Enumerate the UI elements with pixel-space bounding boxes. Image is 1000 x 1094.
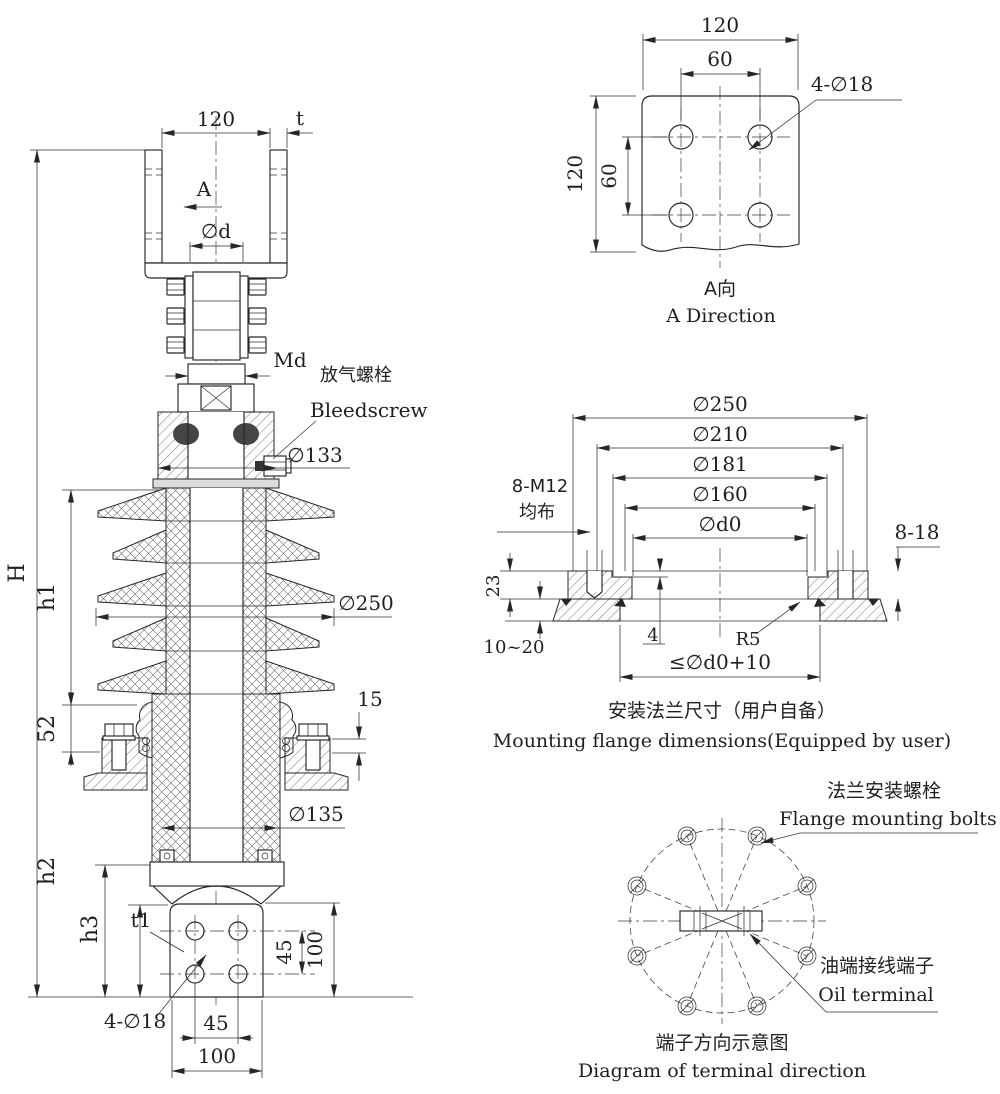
left-dimension-chain: H h1 52 h2 h3 bbox=[5, 149, 413, 998]
oil-terminal-top-view bbox=[679, 906, 763, 936]
bleedscrew-label-en: Bleedscrew bbox=[310, 398, 428, 422]
oil-terminal-tab bbox=[169, 903, 264, 998]
bolt-note-line2: 均布 bbox=[519, 502, 555, 523]
flange-bolts bbox=[627, 826, 817, 1016]
dim-phi-d-label: ∅d bbox=[201, 219, 231, 243]
dim-4xd18-aview: 4-∅18 bbox=[811, 72, 873, 96]
dim-15-label: 15 bbox=[357, 687, 382, 711]
dim-r5: R5 bbox=[735, 629, 760, 650]
dim-phi-250-label: ∅250 bbox=[338, 591, 394, 615]
mounting-flange-view: ∅250 ∅210 ∅181 ∅160 ∅d0 8-M12 均布 bbox=[483, 392, 951, 752]
terminal-caption-en: Diagram of terminal direction bbox=[578, 1060, 866, 1082]
oil-end bbox=[149, 849, 315, 998]
terminal-caption-cn: 端子方向示意图 bbox=[655, 1032, 788, 1054]
dim-h2: h2 bbox=[35, 857, 60, 885]
dim-phi-d: ∅d bbox=[189, 219, 244, 262]
flange-bolt-note: 8-M12 均布 bbox=[497, 476, 591, 535]
terminal-callouts: 法兰安装螺栓 Flange mounting bolts 油端接线端子 Oil … bbox=[749, 780, 997, 1013]
dim-23: 23 bbox=[483, 575, 504, 598]
dim-H: H bbox=[5, 563, 30, 582]
dim-60-aview-top: 60 bbox=[707, 47, 732, 71]
dim-bracket-width: 120 t bbox=[161, 106, 313, 148]
clamp-bolts bbox=[166, 278, 267, 354]
view-a-label: A bbox=[196, 177, 212, 201]
main-elevation-view: 120 t A ∅d bbox=[5, 106, 428, 1078]
dim-52: 52 bbox=[35, 715, 60, 743]
seal-ring-left bbox=[173, 423, 199, 445]
dim-45-bottom: 45 bbox=[203, 1011, 228, 1035]
dim-120-top: 120 bbox=[197, 107, 235, 131]
bolt-note-line1: 8-M12 bbox=[512, 476, 568, 497]
a-view-caption-cn: A向 bbox=[704, 278, 736, 300]
flange-small-dims: 23 10~20 4 R5 ≤∅d0+10 bbox=[483, 553, 821, 682]
dim-phi-135: ∅135 bbox=[161, 802, 345, 831]
flange-caption-en: Mounting flange dimensions(Equipped by u… bbox=[493, 730, 951, 752]
terminal-pad-plate bbox=[641, 95, 800, 252]
top-clevis-bracket bbox=[144, 149, 288, 279]
dim-bore: ≤∅d0+10 bbox=[669, 650, 771, 674]
a-view-caption-en: A Direction bbox=[665, 305, 775, 327]
flange-cross-section bbox=[552, 548, 888, 640]
flange-caption-cn: 安装法兰尺寸（用户自备） bbox=[608, 700, 836, 722]
oil-terminal-label-en: Oil terminal bbox=[818, 984, 933, 1006]
terminal-direction-view: 法兰安装螺栓 Flange mounting bolts 油端接线端子 Oil … bbox=[578, 780, 997, 1082]
dim-phi-133-label: ∅133 bbox=[287, 443, 343, 467]
dim-phi-135-label: ∅135 bbox=[288, 802, 344, 826]
dim-t1-label: t1 bbox=[131, 908, 152, 932]
dim-md: Md bbox=[165, 348, 307, 385]
dim-15: 15 bbox=[332, 687, 383, 781]
dim-t: t bbox=[296, 106, 304, 130]
bleedscrew-callout: 放气螺栓 Bleedscrew bbox=[272, 365, 428, 460]
dim-phi-250-main: ∅250 bbox=[95, 591, 394, 626]
dim-d0: ∅d0 bbox=[699, 512, 742, 536]
dim-45-right: 45 bbox=[272, 939, 296, 964]
oil-terminal-label-cn: 油端接线端子 bbox=[820, 955, 934, 977]
seal-ring-right bbox=[233, 423, 259, 445]
head-housing bbox=[152, 383, 292, 489]
dim-10-20: 10~20 bbox=[484, 637, 545, 658]
flange-hole-note: 8-18 bbox=[895, 520, 940, 621]
flange-bolts-label-en: Flange mounting bolts bbox=[779, 808, 996, 830]
flange-bolts-label-cn: 法兰安装螺栓 bbox=[827, 780, 941, 802]
dim-h3: h3 bbox=[78, 915, 103, 943]
mounting-bracket-left bbox=[83, 701, 153, 791]
dim-d250: ∅250 bbox=[692, 392, 748, 416]
flange-diameter-dims: ∅250 ∅210 ∅181 ∅160 ∅d0 bbox=[572, 392, 868, 576]
terminal-holes bbox=[160, 915, 315, 990]
dim-120-aview-left: 120 bbox=[563, 155, 587, 193]
a-direction-view: 120 60 120 60 4-∅18 A向 A Direction bbox=[563, 13, 902, 327]
dim-8-18-label: 8-18 bbox=[895, 520, 940, 544]
insulator-sheds bbox=[97, 487, 335, 863]
dim-d210: ∅210 bbox=[692, 422, 748, 446]
mounting-bracket-right bbox=[279, 701, 349, 791]
dim-100-bottom: 100 bbox=[198, 1044, 236, 1068]
dim-4xd18-label: 4-∅18 bbox=[104, 1009, 166, 1033]
dim-60-aview-left: 60 bbox=[597, 163, 621, 188]
dim-h1: h1 bbox=[35, 583, 60, 611]
dim-d160: ∅160 bbox=[692, 482, 748, 506]
terminal-clamp bbox=[166, 271, 267, 361]
dim-phi-133: ∅133 bbox=[157, 443, 350, 471]
view-a-arrow: A bbox=[183, 177, 222, 210]
pad-holes bbox=[668, 124, 773, 228]
dim-d181: ∅181 bbox=[692, 452, 748, 476]
dim-100-right: 100 bbox=[303, 931, 327, 969]
dim-4: 4 bbox=[647, 625, 658, 646]
bleedscrew-label-cn: 放气螺栓 bbox=[320, 365, 392, 386]
dim-120-aview-top: 120 bbox=[701, 13, 739, 37]
dim-md-label: Md bbox=[273, 348, 306, 372]
housing-base-plate bbox=[152, 478, 280, 489]
bottom-terminal-dims: t1 4-∅18 45 100 45 100 bbox=[104, 902, 340, 1078]
